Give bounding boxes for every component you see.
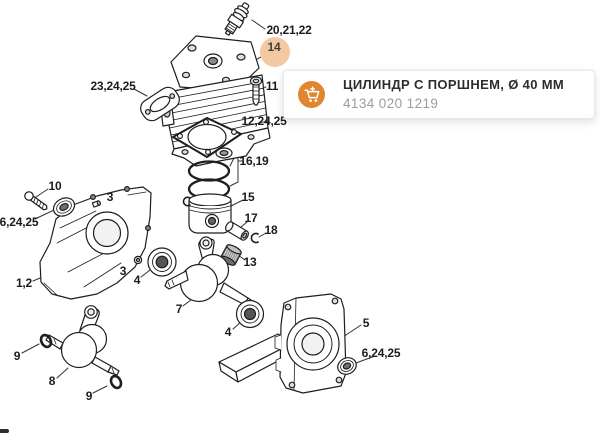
nut-3-part[interactable] (133, 255, 143, 265)
screw-10-part[interactable] (23, 190, 49, 212)
piston-rings-part[interactable] (187, 160, 231, 200)
oil-seal-left-part[interactable] (50, 194, 77, 219)
spark-plug-part[interactable] (221, 0, 252, 38)
part-label-9-right[interactable]: 9 (85, 389, 93, 403)
part-label-11[interactable]: 11 (265, 79, 279, 93)
bearing-left-part[interactable] (147, 247, 177, 277)
tooltip-part-number: 4134 020 1219 (343, 95, 439, 111)
add-to-cart-button[interactable] (298, 81, 325, 108)
part-label-15[interactable]: 15 (241, 190, 255, 204)
part-label-9-left[interactable]: 9 (13, 349, 21, 363)
crankshaft-part[interactable] (164, 236, 261, 312)
part-label-1-2[interactable]: 1,2 (15, 276, 33, 290)
part-label-4-right[interactable]: 4 (224, 325, 232, 339)
highlight-circle-14[interactable] (260, 37, 290, 67)
wrist-pin-part[interactable] (224, 221, 250, 242)
part-label-6-24-25-right[interactable]: 6,24,25 (361, 346, 401, 360)
corner-mark (0, 429, 9, 433)
part-label-10[interactable]: 10 (48, 179, 62, 193)
part-label-18[interactable]: 18 (264, 223, 278, 237)
oring-right-part[interactable] (109, 374, 123, 390)
piston-part[interactable] (188, 193, 232, 234)
part-tooltip: ЦИЛИНДР С ПОРШНЕМ, Ø 40 ММ 4134 020 1219 (283, 70, 595, 119)
crankcase-right-part[interactable] (218, 293, 347, 394)
part-label-14[interactable]: 14 (267, 40, 281, 54)
crankshaft-8-part[interactable] (45, 305, 120, 376)
part-label-4-left[interactable]: 4 (133, 273, 141, 287)
part-label-23-24-25[interactable]: 23,24,25 (90, 79, 136, 93)
oil-seal-right-part[interactable] (335, 355, 359, 378)
part-label-13[interactable]: 13 (243, 255, 257, 269)
cart-plus-icon (298, 81, 325, 108)
bearing-right-part[interactable] (235, 299, 265, 329)
part-label-20-21-22[interactable]: 20,21,22 (266, 23, 312, 37)
part-label-8[interactable]: 8 (48, 374, 56, 388)
screw-11-part[interactable] (249, 76, 263, 106)
base-gasket-part[interactable] (172, 117, 242, 158)
oring-left-part[interactable] (39, 333, 53, 349)
part-label-6-24-25-left[interactable]: 6,24,25 (0, 215, 39, 229)
part-label-3-bottom[interactable]: 3 (119, 264, 127, 278)
circlip-right-part[interactable] (250, 232, 259, 244)
tooltip-part-title: ЦИЛИНДР С ПОРШНЕМ, Ø 40 ММ (343, 76, 565, 92)
part-label-16-19[interactable]: 16,19 (239, 154, 269, 168)
circlip-left-part[interactable] (182, 196, 191, 207)
needle-cage-part[interactable] (220, 243, 243, 267)
muffler-gasket-part[interactable] (137, 84, 183, 124)
part-label-12-24-25[interactable]: 12,24,25 (241, 114, 287, 128)
part-label-7[interactable]: 7 (175, 302, 183, 316)
part-label-5[interactable]: 5 (362, 316, 370, 330)
part-label-17[interactable]: 17 (244, 211, 258, 225)
screw-3-top-part[interactable] (91, 200, 101, 208)
part-label-3-top[interactable]: 3 (106, 190, 114, 204)
